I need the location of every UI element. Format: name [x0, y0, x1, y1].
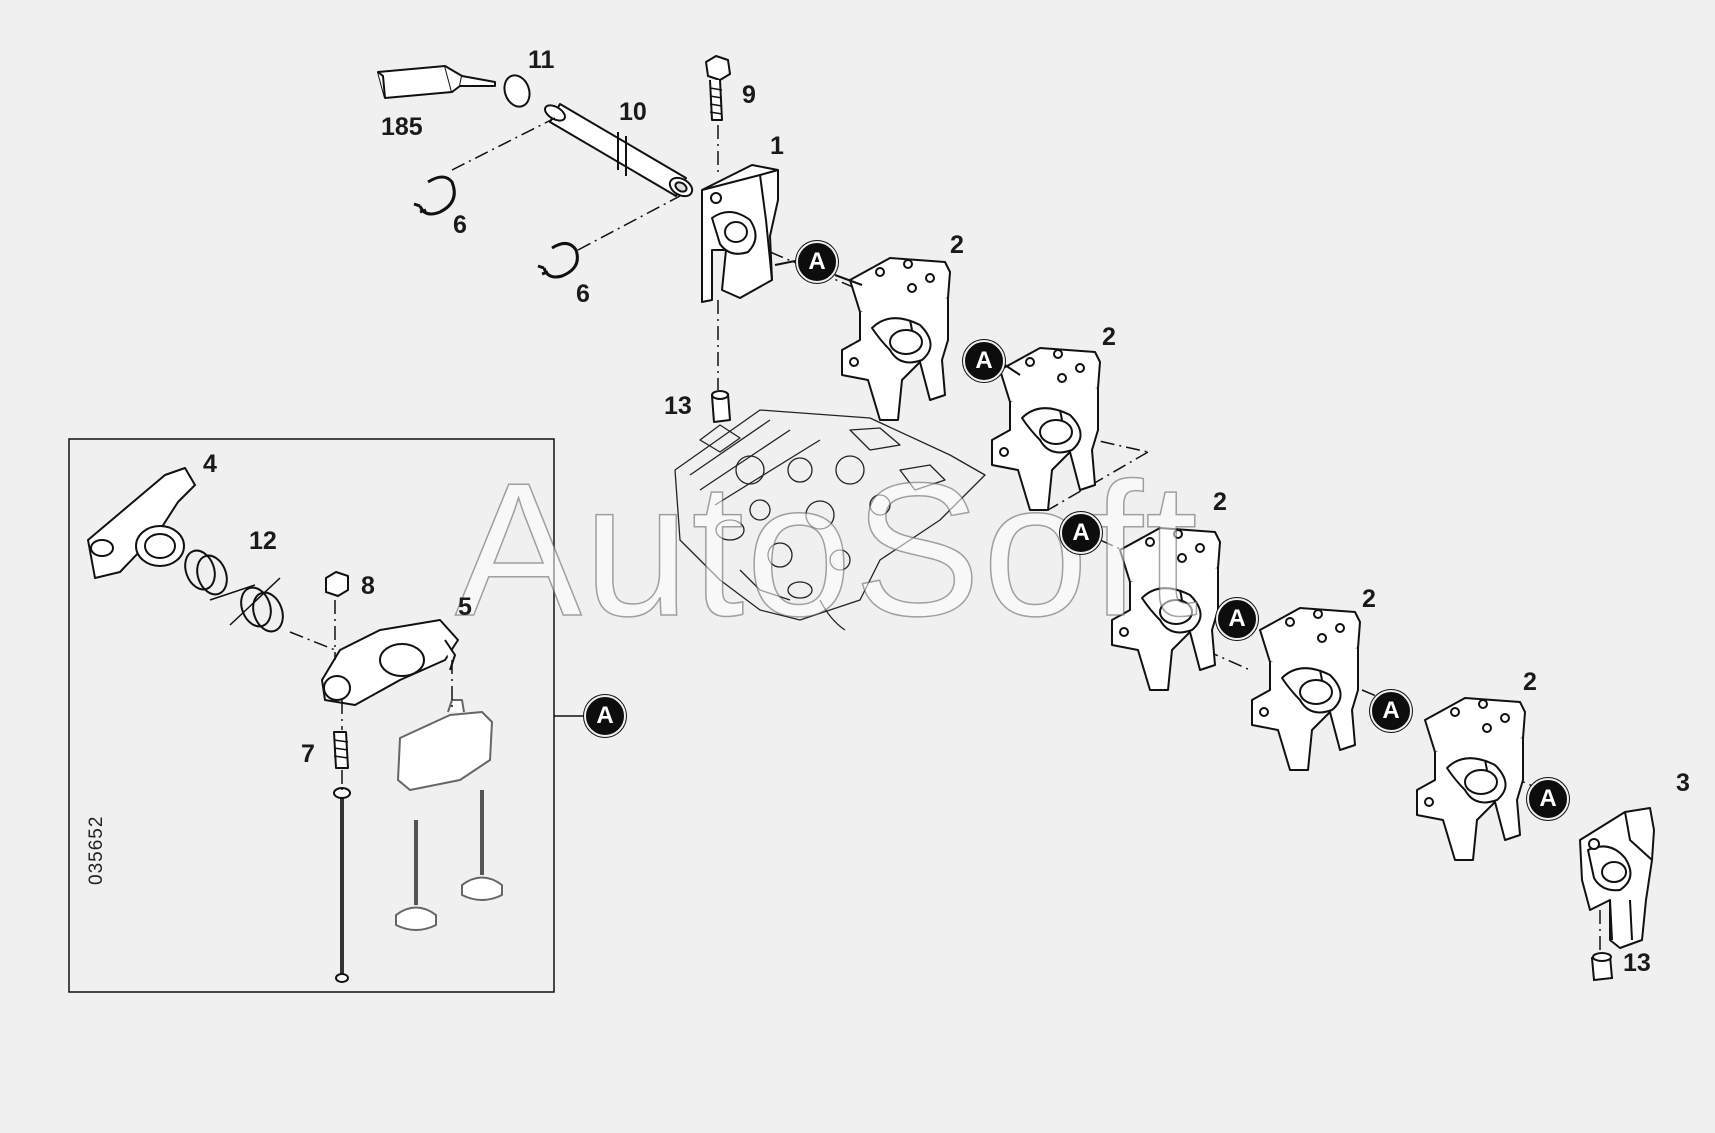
- reference-marker-a: A: [796, 241, 838, 283]
- reference-marker-a: A: [1370, 690, 1412, 732]
- callout-6: 6: [576, 280, 590, 308]
- reference-marker-a: A: [963, 340, 1005, 382]
- reference-marker-a: A: [584, 695, 626, 737]
- callout-6: 6: [453, 211, 467, 239]
- callout-4: 4: [203, 450, 217, 478]
- callout-3: 3: [1676, 769, 1690, 797]
- callout-2: 2: [1102, 323, 1116, 351]
- callout-185: 185: [381, 113, 423, 141]
- callout-11: 11: [528, 46, 555, 74]
- reference-marker-a: A: [1060, 512, 1102, 554]
- reference-marker-a: A: [1216, 598, 1258, 640]
- reference-marker-a: A: [1527, 778, 1569, 820]
- callout-2: 2: [1213, 488, 1227, 516]
- drawing-number: 035652: [86, 815, 107, 885]
- callout-1: 1: [770, 132, 784, 160]
- callout-10: 10: [619, 98, 647, 126]
- callout-2: 2: [1523, 668, 1537, 696]
- callout-2: 2: [950, 231, 964, 259]
- callout-7: 7: [301, 740, 315, 768]
- callout-13: 13: [664, 392, 692, 420]
- callout-8: 8: [361, 572, 375, 600]
- callout-9: 9: [742, 81, 756, 109]
- callout-12: 12: [249, 527, 277, 555]
- callout-13: 13: [1623, 949, 1651, 977]
- callout-5: 5: [458, 593, 472, 621]
- callout-2: 2: [1362, 585, 1376, 613]
